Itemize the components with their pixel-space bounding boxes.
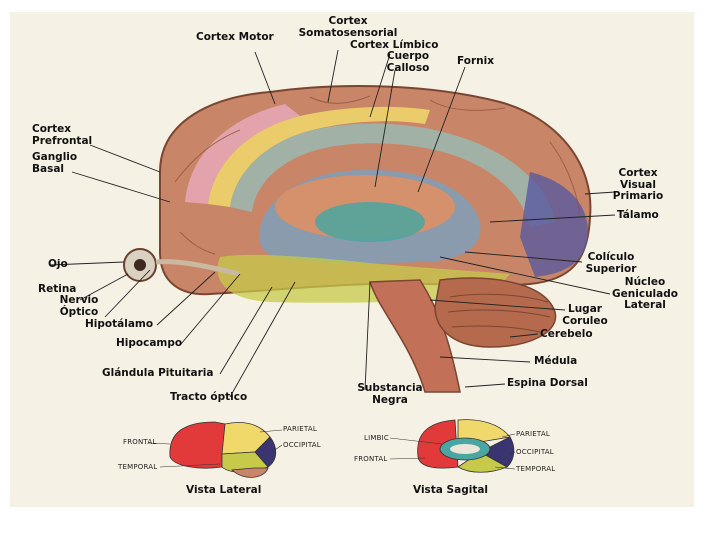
sagital-temporal (457, 451, 508, 473)
somatosensory-band (208, 106, 430, 207)
label-ojo: Ojo (48, 258, 68, 270)
lateral-label-parietal: PARIETAL (283, 425, 317, 433)
brainstem (368, 279, 461, 393)
label-cortex-prefrontal: Cortex Prefrontal (32, 123, 93, 147)
label-cortex-visual-primario: Cortex Visual Primario (612, 167, 664, 202)
lateral-frontal (169, 421, 226, 469)
label-ganglio-basal: Ganglio Basal (32, 151, 78, 175)
inset-sagital-illustration (389, 419, 516, 473)
label-talamo: Tálamo (617, 209, 659, 221)
lateral-label-occipital: OCCIPITAL (283, 441, 321, 449)
lateral-label-temporal: TEMPORAL (118, 463, 158, 471)
thalamus-shape (315, 202, 425, 242)
brain-diagram-svg (49, 49, 616, 478)
cerebellum-folds (447, 293, 551, 333)
label-cuerpo-calloso: Cuerpo Calloso (386, 50, 430, 74)
lateral-cerebellum (231, 467, 269, 478)
eye-pupil (134, 259, 146, 271)
cerebellum (434, 277, 557, 348)
caption-vista-lateral: Vista Lateral (186, 484, 262, 496)
sagital-label-occipital: OCCIPITAL (516, 448, 554, 456)
sagital-parietal (457, 419, 511, 443)
label-coliculo-superior: Colículo Superior (585, 251, 637, 275)
gyri-lines (174, 95, 581, 255)
label-hipotalamo: Hipotálamo (85, 318, 154, 330)
occipital-region (520, 172, 589, 277)
lateral-label-frontal: FRONTAL (123, 438, 157, 446)
sagital-label-frontal: FRONTAL (354, 455, 388, 463)
caption-vista-sagital: Vista Sagital (413, 484, 489, 496)
label-fornix: Fornix (457, 55, 494, 67)
leader-lines (49, 49, 616, 398)
label-retina: Retina (38, 283, 77, 295)
diagram-figure: Cortex Somatosensorial Cortex Motor Cort… (10, 12, 694, 507)
inset-lateral-illustration (147, 421, 283, 478)
label-cortex-limbico: Cortex Límbico (350, 39, 439, 51)
label-nervio-optico: Nervio Óptico (59, 294, 99, 318)
sagital-label-limbic: LIMBIC (364, 434, 389, 442)
label-medula: Médula (534, 355, 578, 367)
label-lugar-coruleo: Lugar Coruleo (562, 303, 608, 327)
limbic-band (230, 123, 555, 227)
label-glandula-pituitaria: Glándula Pituitaria (102, 367, 214, 379)
label-cerebelo: Cerebelo (540, 328, 593, 340)
label-tracto-optico: Tracto óptico (170, 391, 248, 403)
label-cortex-somatosensorial: Cortex Somatosensorial (298, 15, 398, 39)
sagital-limbic-inner (450, 444, 480, 454)
sagital-label-temporal: TEMPORAL (516, 465, 556, 473)
label-hipocampo: Hipocampo (116, 337, 183, 349)
label-substancia-negra: Substancia Negra (357, 382, 423, 406)
label-cortex-motor: Cortex Motor (196, 31, 274, 43)
motor-cortex-band (185, 104, 300, 204)
brain-illustration (123, 85, 592, 393)
optic-nerve (155, 259, 241, 277)
sagital-label-parietal: PARIETAL (516, 430, 550, 438)
temporal-lobe (217, 254, 510, 303)
label-espina-dorsal: Espina Dorsal (507, 377, 588, 389)
label-nucleo-geniculado-lateral: Núcleo Geniculado Lateral (612, 276, 678, 311)
